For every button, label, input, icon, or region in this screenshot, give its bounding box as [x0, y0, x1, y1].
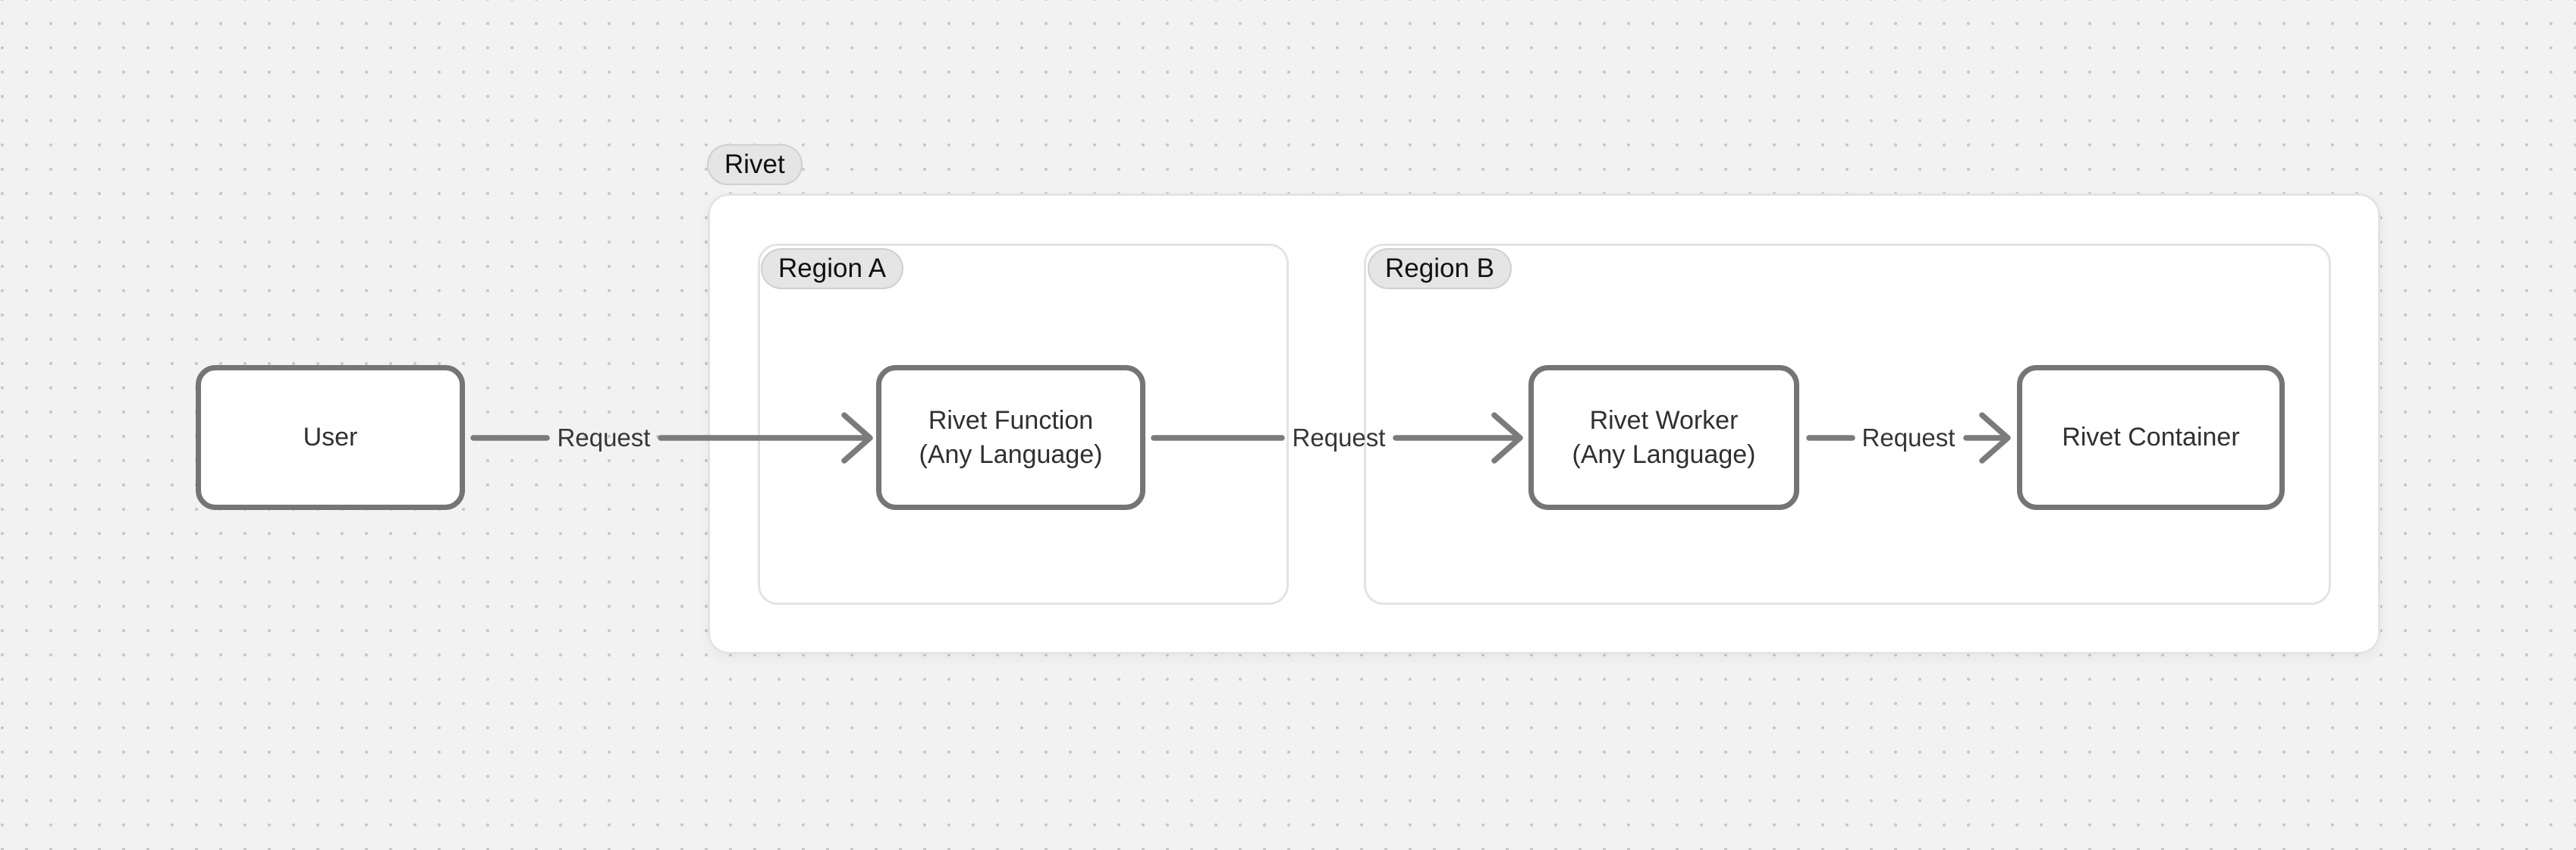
- arrowhead-icon: [1491, 412, 1523, 464]
- node-rivet-container[interactable]: Rivet Container: [2017, 365, 2285, 510]
- arrowhead-icon: [1979, 412, 2011, 464]
- node-rivet-container-label: Rivet Container: [2062, 423, 2240, 452]
- arrowhead-icon: [841, 412, 873, 464]
- edge-label-request-1[interactable]: Request: [557, 423, 651, 452]
- node-rivet-worker[interactable]: Rivet Worker (Any Language): [1528, 365, 1799, 510]
- node-rivet-worker-sublabel: (Any Language): [1572, 439, 1756, 469]
- group-rivet-label: Rivet: [724, 150, 785, 179]
- edge-worker-to-container[interactable]: [1806, 412, 2011, 464]
- node-rivet-function[interactable]: Rivet Function (Any Language): [876, 365, 1145, 510]
- group-region-a-label-pill[interactable]: Region A: [761, 248, 904, 289]
- group-region-b-label-pill[interactable]: Region B: [1368, 248, 1512, 289]
- edge-function-to-worker[interactable]: [1151, 412, 1523, 464]
- node-user[interactable]: User: [196, 365, 465, 510]
- edge-user-to-function[interactable]: [470, 412, 873, 464]
- node-rivet-function-sublabel: (Any Language): [919, 439, 1103, 469]
- node-rivet-function-label: Rivet Function: [928, 405, 1094, 435]
- group-region-a-label: Region A: [778, 253, 887, 283]
- edge-label-request-3[interactable]: Request: [1861, 423, 1956, 452]
- node-user-label: User: [303, 423, 358, 452]
- edge-label-request-2[interactable]: Request: [1292, 423, 1386, 452]
- node-rivet-worker-label: Rivet Worker: [1589, 405, 1739, 435]
- group-rivet-label-pill[interactable]: Rivet: [707, 144, 803, 185]
- group-region-b-label: Region B: [1385, 253, 1494, 283]
